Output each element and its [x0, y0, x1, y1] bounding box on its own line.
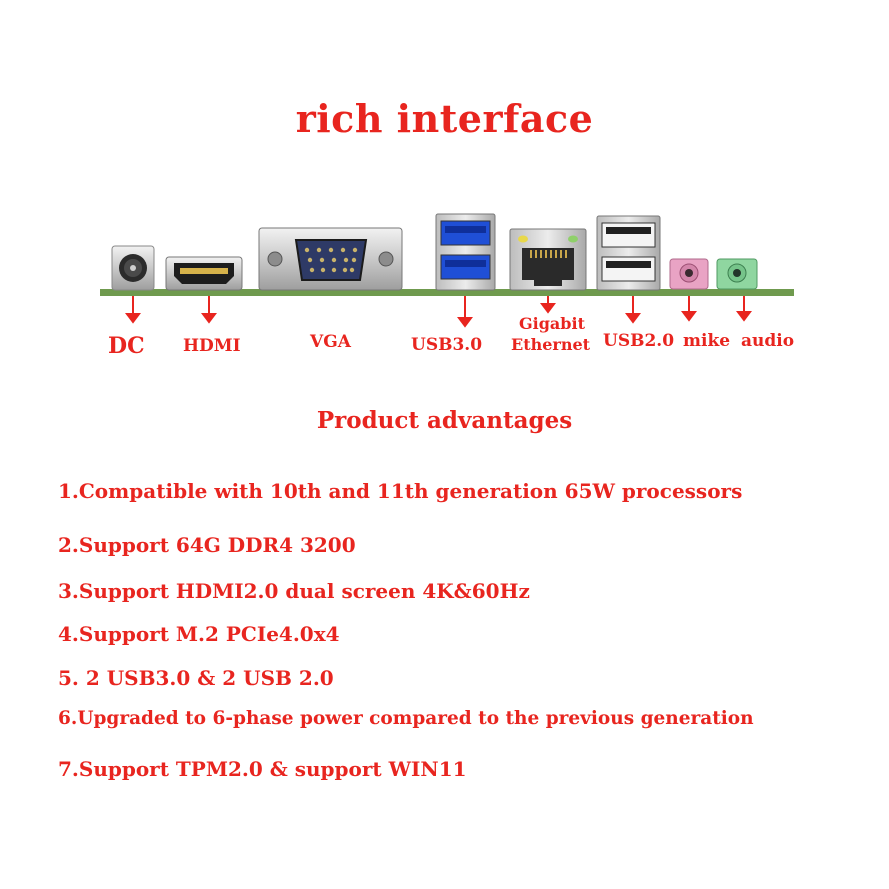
port-label-hdmi: HDMI — [183, 336, 241, 356]
dc-port — [111, 245, 155, 291]
usb3-port — [435, 213, 496, 291]
arrow-audio — [736, 296, 752, 322]
arrow-usb2 — [625, 296, 641, 324]
arrows — [125, 296, 752, 328]
advantage-item: 5. 2 USB3.0 & 2 USB 2.0 — [58, 666, 334, 690]
audio-port — [716, 258, 758, 290]
port-label-usb2: USB2.0 — [603, 331, 675, 351]
advantage-item: 2.Support 64G DDR4 3200 — [58, 533, 356, 557]
port-label-ethernet: Ethernet — [511, 335, 591, 354]
port-label-usb3: USB3.0 — [411, 335, 483, 355]
port-label-vga: VGA — [310, 332, 351, 352]
usb2-port — [596, 215, 661, 291]
page-title: rich interface — [295, 96, 594, 141]
vga-port — [258, 227, 403, 291]
advantages-title: Product advantages — [316, 407, 573, 434]
port-label-dc: DC — [108, 333, 145, 359]
port-label-gigabit: Gigabit — [519, 314, 585, 333]
advantage-item: 7.Support TPM2.0 & support WIN11 — [58, 757, 467, 781]
advantage-item: 4.Support M.2 PCIe4.0x4 — [58, 622, 340, 646]
arrow-dc — [125, 296, 141, 324]
port-label-audio: audio — [741, 331, 795, 351]
arrow-ethernet — [540, 296, 556, 314]
arrow-hdmi — [201, 296, 217, 324]
ethernet-port — [509, 228, 587, 291]
board-strip — [100, 289, 794, 296]
arrow-usb3 — [457, 296, 473, 328]
advantage-item: 1.Compatible with 10th and 11th generati… — [58, 479, 743, 503]
advantage-item: 3.Support HDMI2.0 dual screen 4K&60Hz — [58, 579, 530, 603]
port-label-mike: mike — [683, 331, 731, 351]
mic-port — [669, 258, 709, 290]
advantage-item: 6.Upgraded to 6-phase power compared to … — [58, 708, 754, 729]
hdmi-port — [165, 256, 243, 291]
arrow-mike — [681, 296, 697, 322]
